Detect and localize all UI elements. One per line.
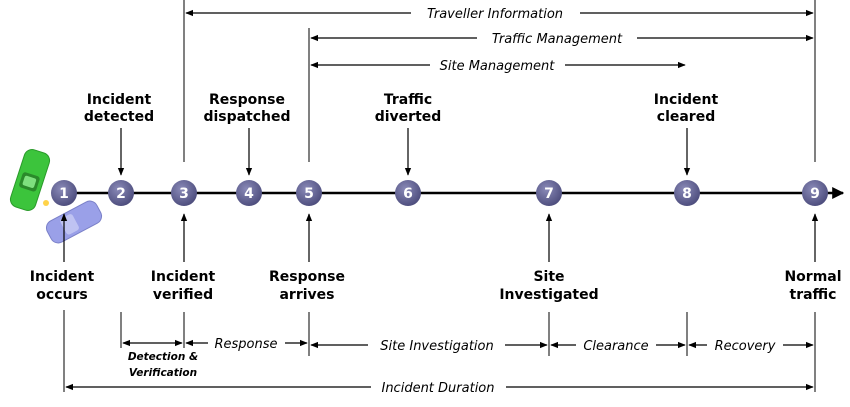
node-6: 6	[395, 180, 421, 206]
incident-occurs-line1: Incident	[30, 269, 95, 285]
label-incident-verified: Incident verified	[151, 269, 216, 303]
node-2: 2	[108, 180, 134, 206]
node-3: 3	[171, 180, 197, 206]
span-response: Response	[185, 337, 308, 352]
incident-occurs-line2: occurs	[36, 287, 87, 303]
detection-verification-line2: Verification	[129, 367, 197, 379]
clearance-label: Clearance	[583, 339, 648, 354]
node-8: 8	[674, 180, 700, 206]
label-response-arrives: Response arrives	[269, 269, 345, 303]
normal-traffic-line2: traffic	[790, 287, 837, 303]
span-site-management: Site Management	[310, 59, 686, 74]
node-7-number: 7	[544, 186, 554, 202]
span-clearance: Clearance	[550, 339, 686, 354]
node-2-number: 2	[116, 186, 126, 202]
response-arrives-line2: arrives	[279, 287, 334, 303]
span-recovery: Recovery	[688, 339, 814, 354]
node-6-number: 6	[403, 186, 413, 202]
site-management-label: Site Management	[440, 59, 556, 74]
label-normal-traffic: Normal traffic	[784, 269, 841, 303]
node-3-number: 3	[179, 186, 189, 202]
traffic-management-label: Traffic Management	[492, 32, 623, 47]
span-incident-duration: Incident Duration	[65, 381, 814, 396]
response-label: Response	[214, 337, 277, 352]
span-site-investigation: Site Investigation	[310, 339, 548, 354]
site-investigated-line2: Investigated	[499, 287, 598, 303]
incident-detected-line1: Incident	[87, 92, 152, 108]
detection-verification-line1: Detection &	[128, 351, 198, 363]
recovery-label: Recovery	[715, 339, 776, 354]
label-site-investigated: Site Investigated	[499, 269, 598, 303]
traffic-diverted-line2: diverted	[375, 109, 442, 125]
node-9: 9	[802, 180, 828, 206]
node-1-number: 1	[59, 186, 69, 202]
site-investigation-label: Site Investigation	[380, 339, 493, 354]
label-traffic-diverted: Traffic diverted	[375, 92, 442, 125]
site-investigated-line1: Site	[533, 269, 564, 285]
label-incident-cleared: Incident cleared	[654, 92, 719, 125]
response-dispatched-line2: dispatched	[203, 109, 290, 125]
node-4-number: 4	[244, 186, 254, 202]
traveller-information-label: Traveller Information	[427, 7, 563, 22]
label-incident-occurs: Incident occurs	[30, 269, 95, 303]
node-5: 5	[296, 180, 322, 206]
node-8-number: 8	[682, 186, 692, 202]
incident-detected-line2: detected	[84, 109, 154, 125]
label-response-dispatched: Response dispatched	[203, 92, 290, 125]
incident-cleared-line1: Incident	[654, 92, 719, 108]
node-5-number: 5	[304, 186, 314, 202]
span-detection-verification: Detection & Verification	[122, 339, 198, 379]
response-arrives-line1: Response	[269, 269, 345, 285]
node-1: 1	[51, 180, 77, 206]
node-4: 4	[236, 180, 262, 206]
label-incident-detected: Incident detected	[84, 92, 154, 125]
span-traveller-information: Traveller Information	[185, 7, 814, 22]
node-9-number: 9	[810, 186, 820, 202]
incident-verified-line1: Incident	[151, 269, 216, 285]
incident-verified-line2: verified	[153, 287, 213, 303]
incident-duration-label: Incident Duration	[381, 381, 494, 396]
normal-traffic-line1: Normal	[784, 269, 841, 285]
node-7: 7	[536, 180, 562, 206]
crashed-cars-icon	[9, 149, 103, 244]
response-dispatched-line1: Response	[209, 92, 285, 108]
incident-cleared-line2: cleared	[657, 109, 715, 125]
traffic-diverted-line1: Traffic	[384, 92, 432, 108]
span-traffic-management: Traffic Management	[310, 32, 814, 47]
